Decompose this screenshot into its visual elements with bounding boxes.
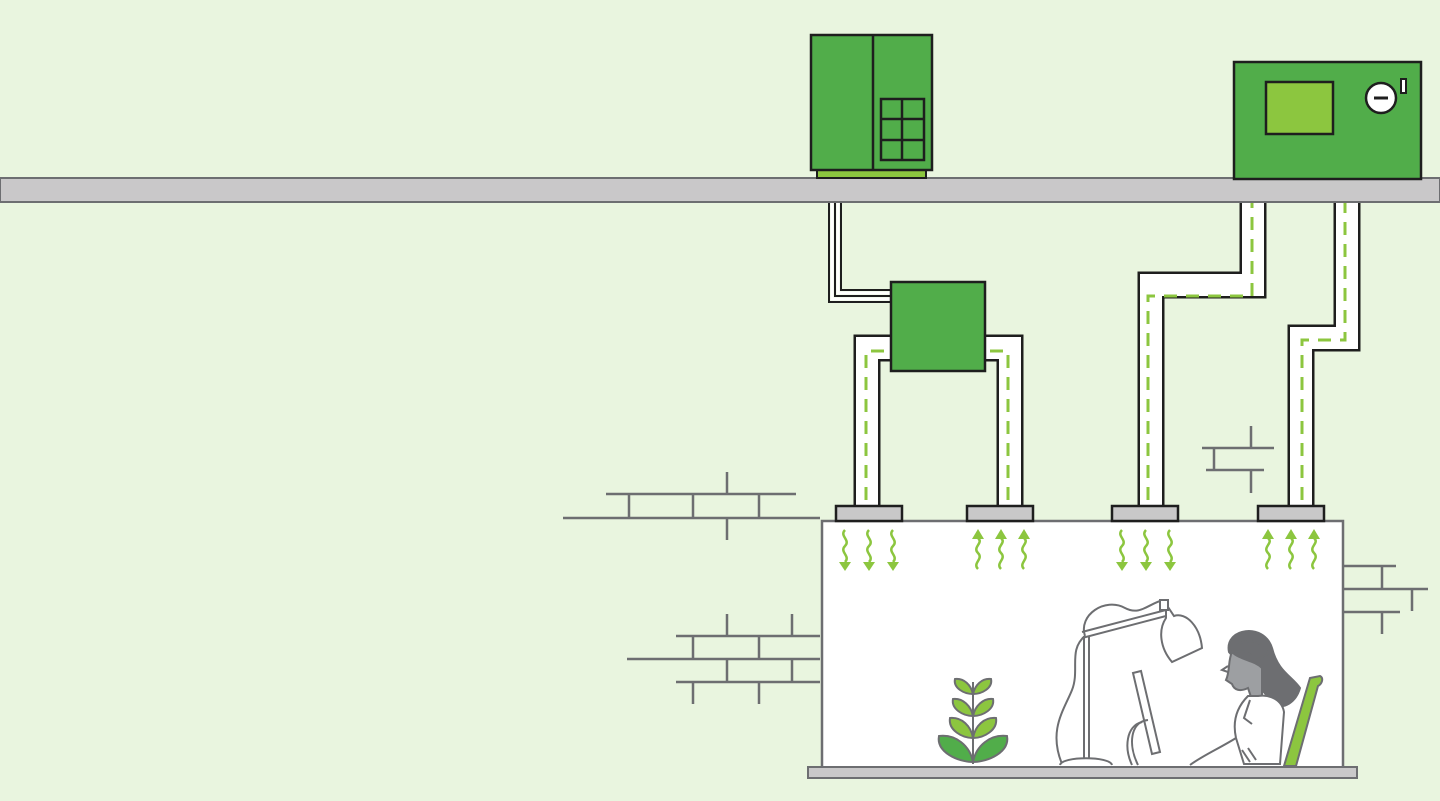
refrigerant-lines-fill [830,180,891,301]
register-supply-2 [1110,504,1180,523]
register-return-2 [1256,504,1326,523]
monitor-icon [1126,669,1162,766]
plant-icon [937,677,1009,764]
room-floor [807,766,1358,779]
air-handler-icon [889,280,987,373]
refrigerant-lines [828,178,893,303]
gauge-icon [1364,78,1407,115]
brick-wall-right-upper [1202,426,1274,493]
ceiling-registers [834,504,1326,523]
register-supply-1 [834,504,904,523]
person-icon [1189,630,1302,766]
brick-wall-left-upper [563,472,820,540]
chair-icon [1282,674,1324,767]
register-return-1 [965,504,1035,523]
brick-wall-left-lower [627,614,820,704]
brick-wall-right-lower [1344,564,1428,634]
desk-lamp-icon [1055,599,1204,766]
erv-unit-icon [1232,60,1423,181]
ground-line [0,177,1440,203]
outdoor-unit-icon [809,33,934,179]
